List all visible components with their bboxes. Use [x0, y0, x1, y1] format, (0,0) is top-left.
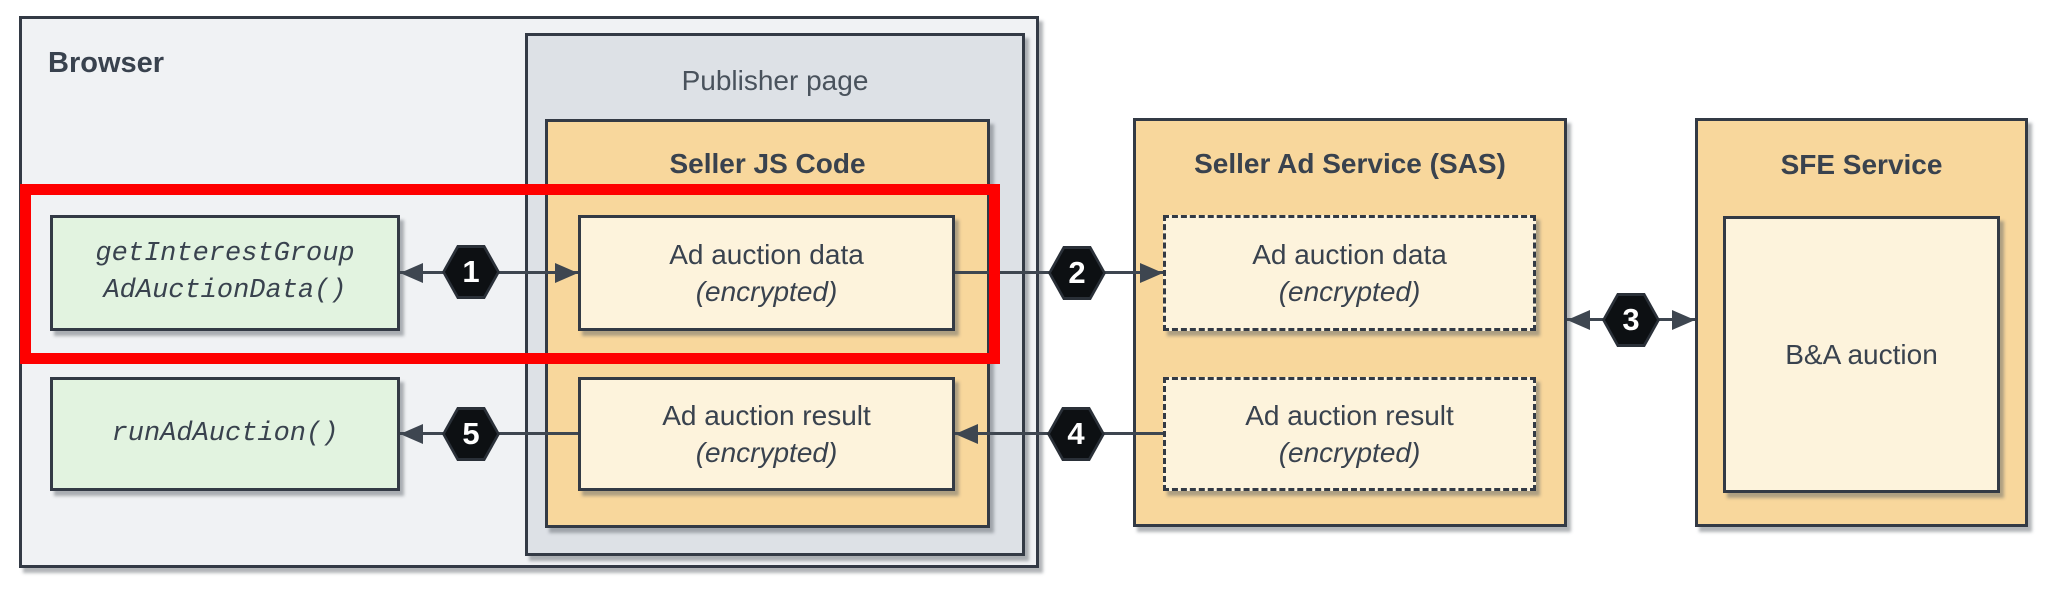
arrowhead-right-icon — [1672, 310, 1695, 330]
arrowhead-right-icon — [1140, 263, 1163, 283]
arrowhead-left-icon — [955, 424, 978, 444]
step-number: 3 — [1605, 296, 1657, 344]
box-label: B&A auction — [1785, 339, 1938, 370]
arrowhead-left-icon — [400, 263, 423, 283]
code-line: AdAuctionData() — [103, 276, 347, 306]
box-sublabel: (encrypted) — [695, 276, 838, 307]
box-label: Ad auction data — [669, 239, 864, 270]
seller-js-code-title: Seller JS Code — [669, 148, 866, 179]
code-line: getInterestGroup — [95, 239, 355, 269]
sas-ad-auction-data-box: Ad auction data (encrypted) — [1163, 215, 1536, 331]
seller-ad-service-title: Seller Ad Service (SAS) — [1194, 148, 1506, 179]
step-2-badge: 2 — [1048, 246, 1106, 300]
arrowhead-left-icon — [400, 424, 423, 444]
box-sublabel: (encrypted) — [1278, 437, 1421, 468]
publisher-page-label: Publisher page — [681, 65, 869, 96]
step-3-badge: 3 — [1602, 293, 1660, 347]
box-sublabel: (encrypted) — [1278, 276, 1421, 307]
box-label: Ad auction result — [662, 400, 871, 431]
sas-ad-auction-result-box: Ad auction result (encrypted) — [1163, 377, 1536, 491]
code-line: runAdAuction() — [111, 418, 339, 449]
arrowhead-right-icon — [555, 263, 578, 283]
step-number: 4 — [1050, 410, 1102, 458]
box-sublabel: (encrypted) — [695, 437, 838, 468]
ba-auction-box: B&A auction — [1723, 216, 2000, 493]
step-number: 5 — [445, 410, 497, 458]
seller-js-ad-auction-data-box: Ad auction data (encrypted) — [578, 215, 955, 331]
seller-js-ad-auction-result-box: Ad auction result (encrypted) — [578, 377, 955, 491]
browser-label: Browser — [48, 47, 165, 79]
step-4-badge: 4 — [1047, 407, 1105, 461]
arrowhead-left-icon — [1567, 310, 1590, 330]
box-label: Ad auction result — [1245, 400, 1454, 431]
highlight-red-box — [20, 184, 1000, 364]
step-5-badge: 5 — [442, 407, 500, 461]
get-interest-group-ad-auction-data-box: getInterestGroup AdAuctionData() — [50, 215, 400, 331]
run-ad-auction-box: runAdAuction() — [50, 377, 400, 491]
box-label: Ad auction data — [1252, 239, 1447, 270]
step-number: 2 — [1051, 249, 1103, 297]
sfe-service-title: SFE Service — [1780, 149, 1943, 180]
